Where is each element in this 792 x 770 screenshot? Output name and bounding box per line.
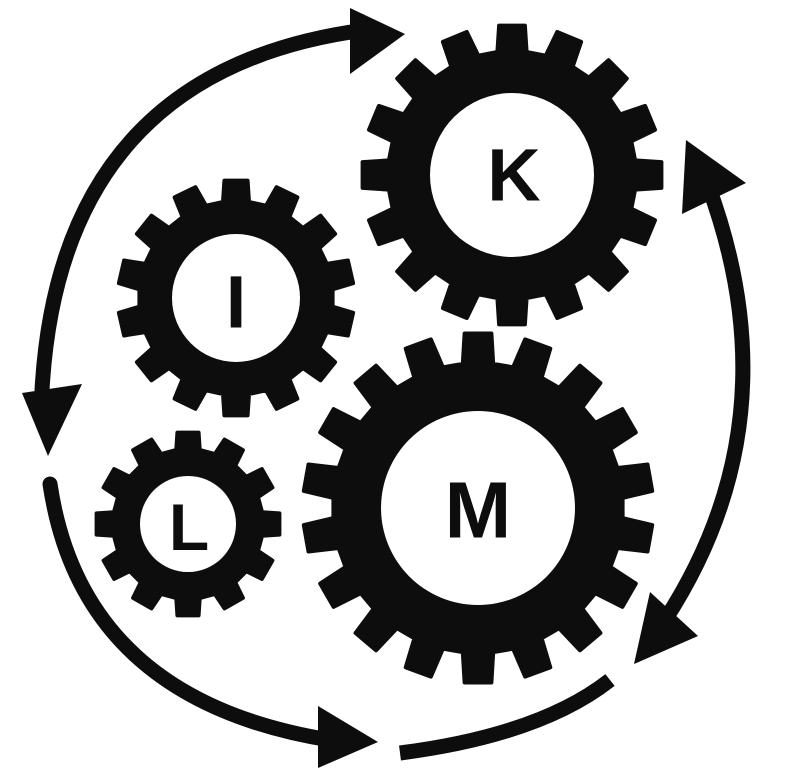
gear-k-label: K [487,134,540,217]
gear-m-label: M [445,466,512,555]
bottom-right-arc-icon [400,680,610,753]
gear-i-label: I [226,261,247,344]
gears [97,26,662,683]
gear-l-label: L [169,490,209,564]
